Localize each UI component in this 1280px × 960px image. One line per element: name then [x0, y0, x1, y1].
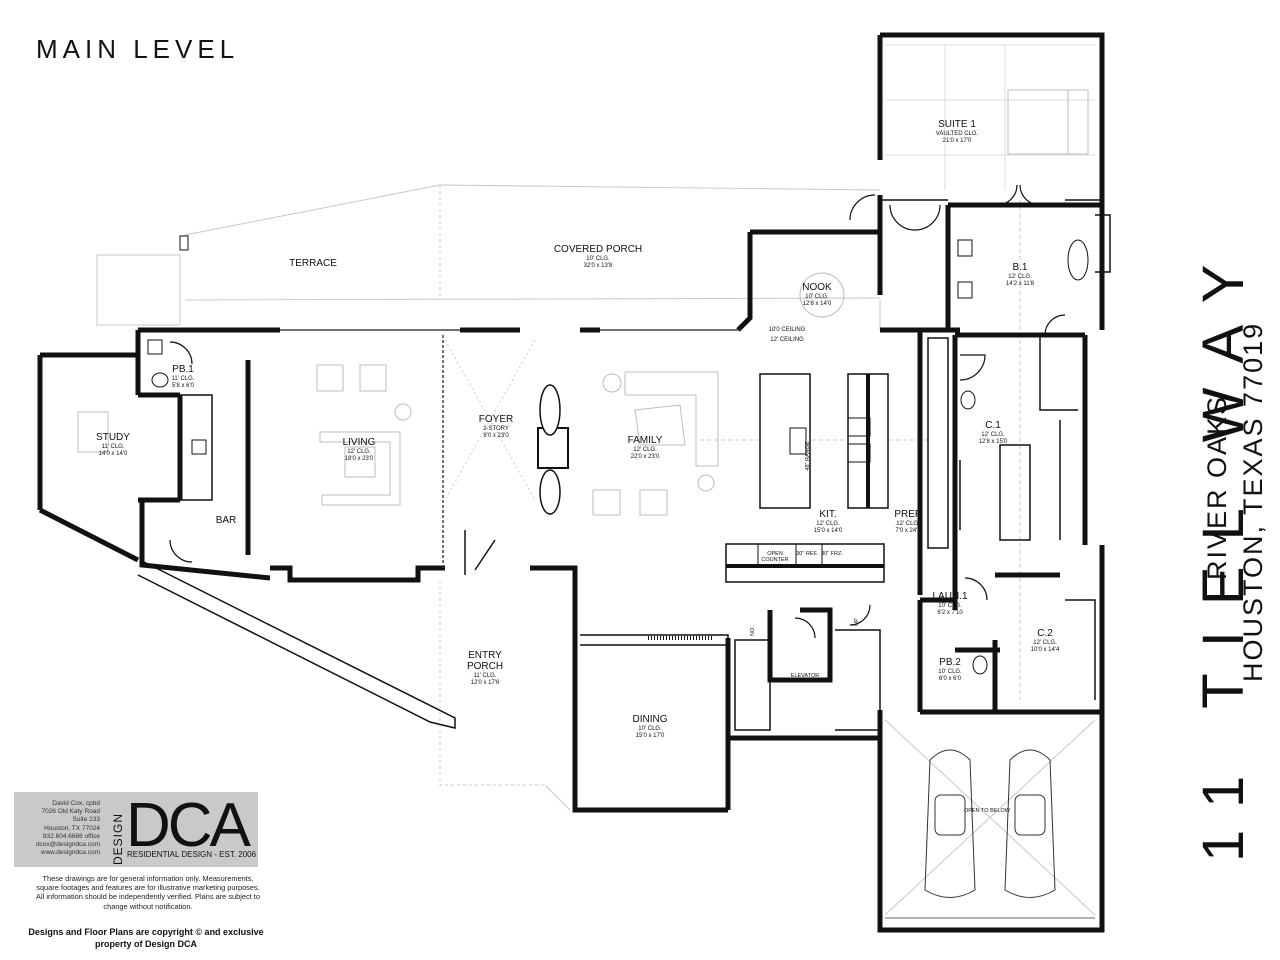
furniture	[77, 89, 1089, 516]
range-note: 48" RANGE	[805, 441, 811, 470]
elevator-label: ELEVATOR	[791, 673, 819, 679]
dn-note: DN	[748, 628, 754, 636]
covered-porch-dims: 32'0 x 13'8	[584, 263, 613, 269]
prep-ceiling: 12' CLG.	[896, 521, 920, 527]
pb2-ceiling: 10' CLG.	[938, 669, 962, 675]
contact-line: Suite 233	[72, 816, 100, 824]
dining-label: DINING	[633, 714, 668, 725]
open-counter-note-2: COUNTER	[761, 557, 788, 563]
laun1-label: LAUN.1	[932, 591, 967, 602]
contact-line: dcox@designdca.com	[35, 841, 100, 849]
entry-porch-label-1: ENTRY	[468, 650, 502, 661]
suite1-label: SUITE 1	[938, 119, 976, 130]
logo-tagline: RESIDENTIAL DESIGN - EST. 2006	[127, 850, 257, 859]
living-label: LIVING	[343, 437, 376, 448]
kit-label: KIT.	[819, 509, 836, 520]
b1-ceiling: 12' CLG.	[1008, 274, 1032, 280]
suite1-ceiling: VAULTED CLG.	[936, 131, 979, 137]
open-to-below-note: OPEN TO BELOW	[964, 808, 1011, 814]
laun1-ceiling: 10' CLG.	[938, 603, 962, 609]
dining-ceiling: 10' CLG.	[638, 726, 662, 732]
ceiling-note-12: 12' CEILING	[770, 337, 804, 343]
contact-line: Houston, TX 77024	[44, 824, 100, 832]
family-label: FAMILY	[628, 435, 663, 446]
c2-label: C.2	[1037, 628, 1053, 639]
laun1-dims: 6'2 x 7'10	[937, 610, 963, 616]
logo-dca-text: DCA	[126, 791, 251, 860]
bar-label: BAR	[216, 515, 237, 526]
foyer-label: FOYER	[479, 414, 513, 425]
covered-porch-label: COVERED PORCH	[554, 244, 642, 255]
b1-label: B.1	[1012, 262, 1027, 273]
contact-line: 832.604.6686 office	[43, 832, 100, 840]
neighborhood-title: RIVER OAKS	[1202, 394, 1232, 580]
c1-label: C.1	[985, 420, 1001, 431]
study-dims: 14'0 x 14'0	[99, 451, 128, 457]
open-counter-note: OPEN	[767, 551, 783, 557]
entry-porch-label-2: PORCH	[467, 661, 503, 672]
nook-ceiling: 10' CLG.	[805, 294, 829, 300]
contact-line: www.designdca.com	[40, 849, 100, 857]
reference-lines	[96, 44, 1096, 916]
room-labels: SUITE 1 VAULTED CLG. 21'0 x 17'0 B.1 12'…	[96, 119, 1060, 814]
entry-porch-dims: 12'0 x 17'6	[471, 680, 500, 686]
dining-dims: 15'0 x 17'0	[636, 733, 665, 739]
pb2-dims: 6'0 x 6'0	[939, 676, 962, 682]
cars	[885, 749, 1095, 919]
nook-label: NOOK	[802, 282, 832, 293]
kitchen	[537, 337, 949, 583]
pb1-ceiling: 11' CLG.	[171, 376, 194, 382]
prep-dims: 7'0 x 24'4	[895, 528, 921, 534]
kit-dims: 15'0 x 14'0	[814, 528, 843, 534]
pb1-dims: 5'8 x 6'0	[172, 383, 195, 389]
b1-dims: 14'2 x 11'8	[1006, 281, 1035, 287]
covered-porch-ceiling: 10' CLG.	[586, 256, 610, 262]
contact-line: 7026 Old Katy Road	[41, 808, 100, 816]
c1-ceiling: 12' CLG.	[981, 432, 1005, 438]
prep-label: PREP	[894, 509, 922, 520]
living-dims: 18'0 x 23'0	[345, 456, 374, 462]
suite1-dims: 21'0 x 17'0	[943, 138, 972, 144]
study-ceiling: 11' CLG.	[101, 444, 124, 450]
firm-contact: David Cox, cpbd 7026 Old Katy Road Suite…	[20, 800, 100, 857]
foyer-ceiling: 2-STORY	[483, 426, 509, 432]
walls	[37, 32, 1105, 933]
ref-note: 30" REF.	[796, 551, 818, 557]
page-title: MAIN LEVEL	[36, 34, 240, 64]
study-label: STUDY	[96, 432, 130, 443]
disclaimer: These drawings are for general informati…	[36, 874, 260, 911]
kit-ceiling: 12' CLG.	[816, 521, 840, 527]
c2-ceiling: 12' CLG.	[1033, 640, 1057, 646]
ceiling-note-10: 10'0 CEILING	[769, 327, 806, 333]
city-title: HOUSTON, TEXAS 77019	[1238, 321, 1268, 682]
entry-porch-ceiling: 11' CLG.	[473, 673, 496, 679]
thin-lines	[137, 199, 1111, 731]
frz-note: 30" FRZ.	[821, 551, 843, 557]
contact-line: David Cox, cpbd	[52, 800, 100, 807]
logo-panel	[14, 792, 258, 867]
terrace-label: TERRACE	[289, 258, 337, 269]
family-ceiling: 12' CLG.	[633, 447, 657, 453]
c2-dims: 10'0 x 14'4	[1031, 647, 1060, 653]
copyright: Designs and Floor Plans are copyright © …	[28, 927, 264, 949]
nook-dims: 12'8 x 14'0	[803, 301, 832, 307]
up-note: UP	[854, 618, 860, 626]
fixtures	[147, 235, 1089, 675]
pb2-label: PB.2	[939, 657, 961, 668]
doors	[169, 184, 1066, 639]
pb1-label: PB.1	[172, 364, 194, 375]
logo-design-text: DESIGN	[111, 812, 125, 865]
c1-dims: 12'8 x 15'0	[979, 439, 1008, 445]
family-dims: 22'0 x 23'0	[631, 454, 660, 460]
living-ceiling: 12' CLG.	[347, 449, 371, 455]
foyer-dims: 8'0 x 23'0	[483, 433, 509, 439]
